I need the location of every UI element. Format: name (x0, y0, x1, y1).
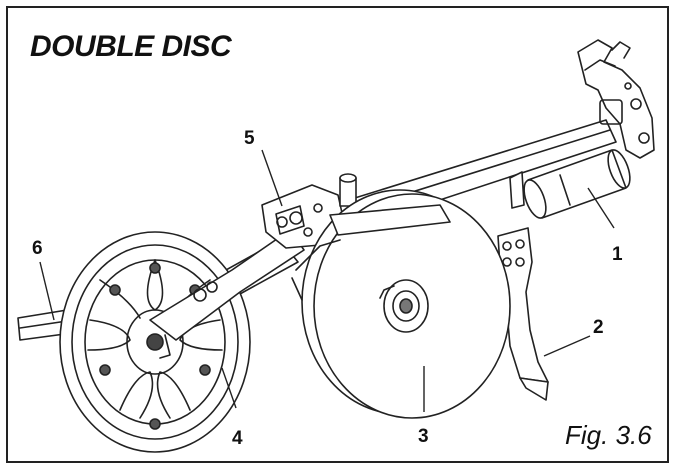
callout-1: 1 (612, 244, 623, 265)
depth-wheel (59, 231, 251, 453)
mounting-bracket (577, 39, 655, 159)
leader-lines (39, 149, 615, 412)
wheel-arm (149, 229, 305, 359)
callout-3: 3 (418, 426, 429, 447)
callout-2: 2 (593, 317, 604, 338)
callout-6: 6 (32, 238, 43, 259)
callout-5: 5 (244, 128, 255, 149)
callout-4: 4 (232, 428, 243, 449)
double-disc (291, 189, 511, 419)
figure-label: Fig. 3.6 (565, 420, 652, 450)
diagram-title: DOUBLE DISC (30, 30, 232, 63)
disc-post (339, 173, 357, 207)
hydraulic-cylinder (523, 149, 631, 219)
